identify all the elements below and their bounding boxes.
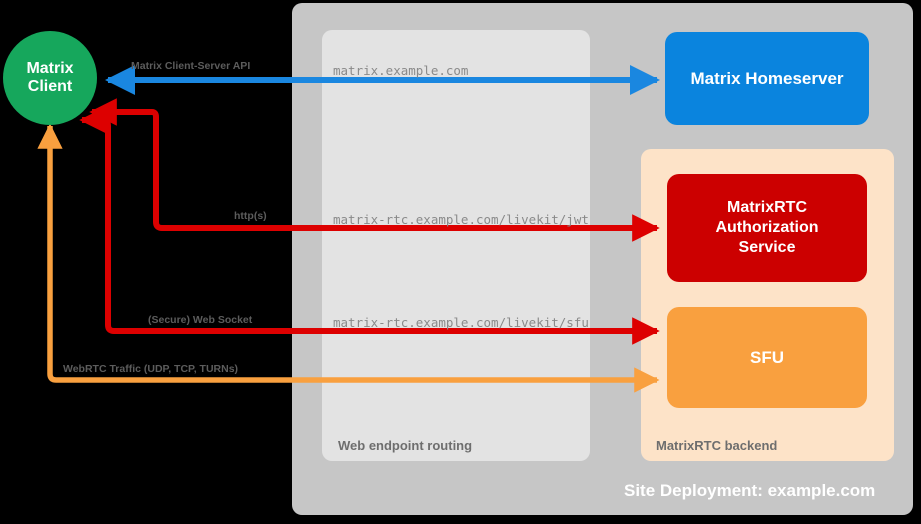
matrixrtc-backend-caption: MatrixRTC backend — [656, 438, 778, 453]
node-matrix-client[interactable]: Matrix Client — [3, 31, 97, 125]
edge-label-web-socket: (Secure) Web Socket — [148, 314, 253, 326]
endpoint-url-livekit-sfu: matrix-rtc.example.com/livekit/sfu — [333, 315, 589, 330]
node-sfu[interactable]: SFU — [667, 307, 867, 408]
endpoint-url-livekit-jwt: matrix-rtc.example.com/livekit/jwt — [333, 212, 589, 227]
matrix-homeserver-label: Matrix Homeserver — [690, 68, 844, 88]
node-matrix-homeserver[interactable]: Matrix Homeserver — [665, 32, 869, 125]
edge-webrtc-media — [37, 123, 660, 393]
edge-label-http: http(s) — [234, 210, 267, 222]
matrixrtc-auth-label-line2: Authorization — [715, 219, 819, 236]
matrixrtc-auth-label-line1: MatrixRTC — [726, 199, 807, 216]
sfu-label: SFU — [750, 347, 784, 367]
matrix-client-label-line1: Matrix — [26, 59, 74, 77]
edge-label-webrtc-traffic: WebRTC Traffic (UDP, TCP, TURNs) — [63, 363, 239, 375]
endpoint-url-matrix: matrix.example.com — [333, 63, 469, 78]
web-endpoint-routing-caption: Web endpoint routing — [338, 438, 473, 453]
site-deployment-title: Site Deployment: example.com — [624, 481, 876, 500]
matrix-client-label-line2: Client — [27, 78, 73, 95]
matrixrtc-auth-label-line3: Service — [738, 239, 796, 256]
edge-label-client-server-api: Matrix Client-Server API — [131, 60, 251, 72]
node-matrixrtc-authorization-service[interactable]: MatrixRTC Authorization Service — [667, 174, 867, 282]
edge-jwt-service — [89, 98, 660, 242]
